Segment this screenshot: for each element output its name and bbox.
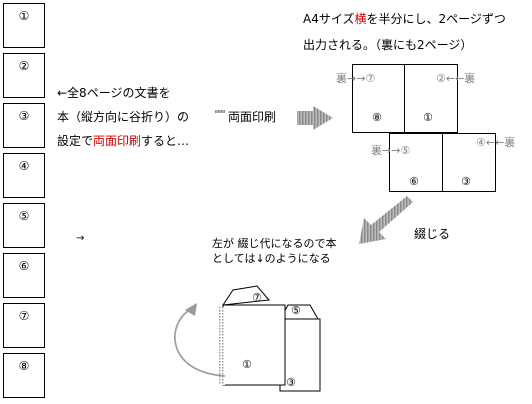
fold-line <box>442 134 443 191</box>
duplex-arrow-icon <box>215 106 333 130</box>
small-arrow: → <box>76 233 85 244</box>
sheet-1-left-page: ⑧ <box>372 111 382 124</box>
sheet-1: ⑧ ① <box>352 64 458 133</box>
note-highlight: 横 <box>354 12 367 26</box>
page-number: ④ <box>18 159 30 173</box>
page-number: ② <box>18 59 30 73</box>
sheet-2: ⑥ ③ <box>389 133 496 192</box>
page-box-5: ⑤ <box>3 203 45 248</box>
page-box-6: ⑥ <box>3 253 45 298</box>
sheet-2-right-page: ③ <box>461 175 471 188</box>
fold-line <box>404 65 405 132</box>
booklet-back-page: ③ <box>286 376 296 389</box>
explain-text: すると… <box>141 134 190 148</box>
booklet-top-right-page: ⑤ <box>291 304 301 317</box>
explain-highlight: 両面印刷 <box>93 134 142 148</box>
page-number: ⑧ <box>18 359 30 373</box>
sheet-1-front-label: ②←←裏 <box>436 72 476 85</box>
note-line-1: A4サイズ横を半分にし、2ページずつ <box>303 12 506 26</box>
page-box-1: ① <box>3 3 45 48</box>
result-line-2: としては↓のようになる <box>212 252 331 265</box>
booklet-front-page: ① <box>242 358 252 371</box>
page-box-8: ⑧ <box>3 353 45 398</box>
note-text: を半分にし、2ページずつ <box>366 12 506 26</box>
page-number: ⑦ <box>18 309 30 323</box>
explain-line-2: 本（縦方向に谷折り）の <box>57 110 190 124</box>
bind-arrow-icon <box>359 196 413 244</box>
page-box-4: ④ <box>3 153 45 198</box>
note-line-2: 出力される。（裏にも2ページ） <box>303 38 473 52</box>
page-number: ⑥ <box>18 259 30 273</box>
sheet-2-front-label: ④←←裏 <box>476 136 516 149</box>
result-line-1: 左が 綴じ代になるので本 <box>212 237 337 250</box>
sheet-2-back-label: 裏→→⑤ <box>371 144 411 157</box>
sheet-1-back-label: 裏→→⑦ <box>336 72 376 85</box>
page-number: ③ <box>18 109 30 123</box>
note-text: A4サイズ <box>303 12 355 26</box>
page-number: ⑤ <box>18 209 30 223</box>
sheet-1-right-page: ① <box>423 111 433 124</box>
page-number: ① <box>18 9 30 23</box>
page-box-2: ② <box>3 53 45 98</box>
explain-line-1: ←全8ページの文書を <box>57 86 171 100</box>
page-box-7: ⑦ <box>3 303 45 348</box>
booklet-illustration <box>174 285 321 392</box>
explain-text: 設定で <box>57 134 94 148</box>
bind-label: 綴じる <box>414 227 451 241</box>
page-box-3: ③ <box>3 103 45 148</box>
sheet-2-left-page: ⑥ <box>409 175 419 188</box>
explain-line-3: 設定で両面印刷すると… <box>57 134 189 148</box>
booklet-top-left-page: ⑦ <box>252 291 262 304</box>
duplex-label: 両面印刷 <box>228 110 277 124</box>
